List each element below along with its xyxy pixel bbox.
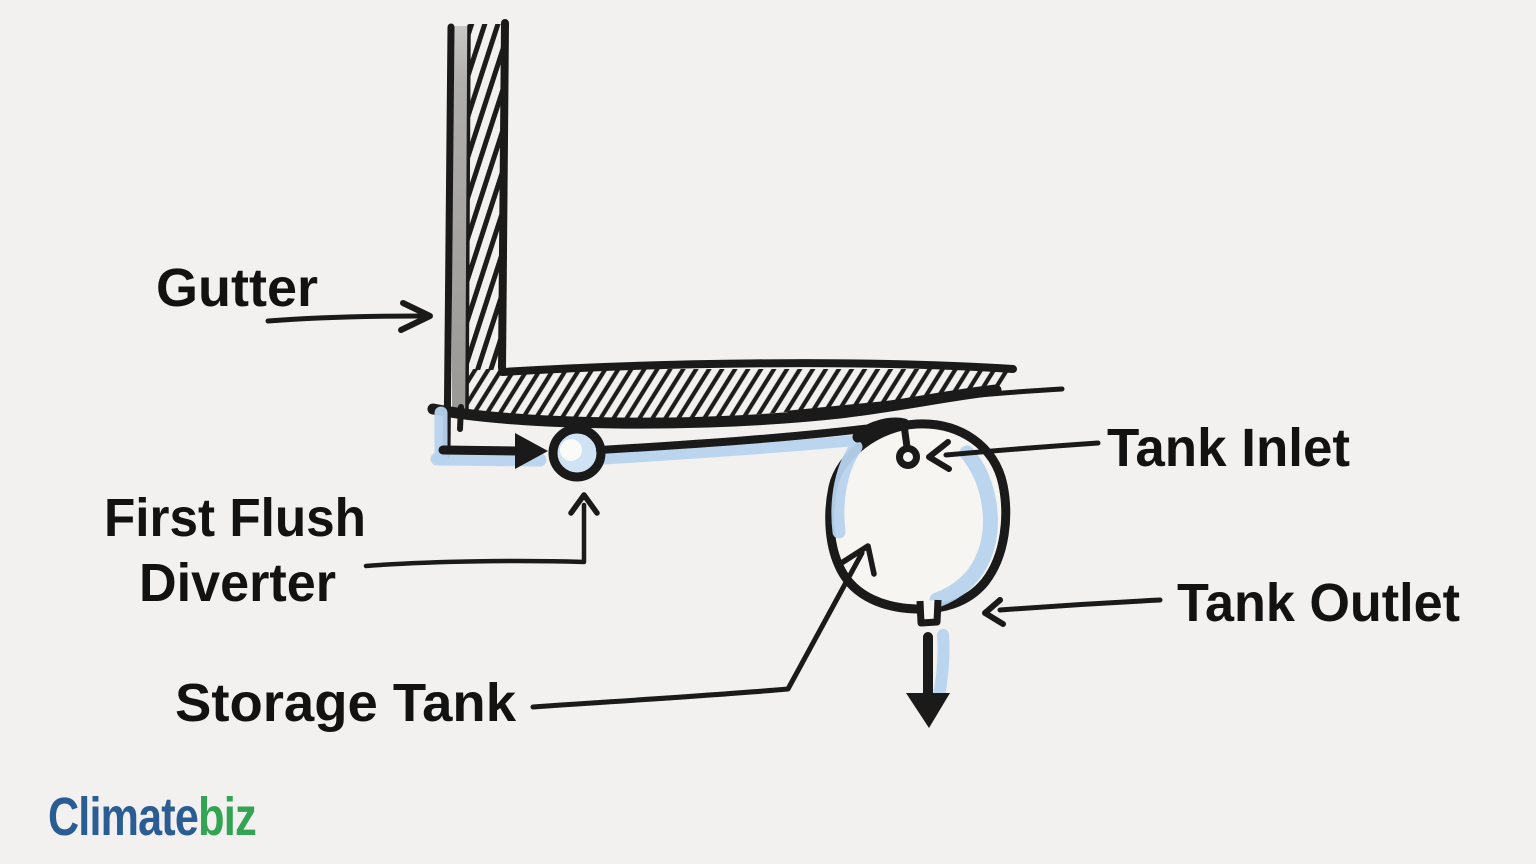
water-pipe-to-tank (597, 434, 864, 465)
storage-tank-leader-arrow (530, 543, 877, 710)
tank-water-sheen-left (831, 440, 863, 539)
tank-outlet-leader-line (997, 597, 1163, 613)
tank-inlet-leader-line (943, 440, 1101, 458)
logo-part-biz: biz (198, 787, 256, 847)
flow-down-arrow (906, 629, 950, 728)
first-flush-diverter (548, 424, 606, 482)
flow-right-arrow (438, 433, 548, 469)
gutter-downspout (443, 19, 509, 457)
tank-inlet-ring (896, 445, 920, 469)
leader-arrows (265, 300, 1163, 710)
tank-outlet-leader-head (982, 597, 1006, 627)
flow-down-arrow-head (906, 693, 950, 728)
tank-inlet-leader-arrow (926, 439, 1101, 472)
labels: Gutter First Flush Diverter Storage Tank… (104, 258, 1460, 733)
tank-outlet-leader-arrow (982, 597, 1163, 627)
collection-pipe (596, 423, 884, 454)
gutter-leader-arrow (265, 300, 433, 333)
first-flush-leader-line (363, 502, 587, 569)
first-flush-leader-arrow (363, 492, 600, 569)
downspout-left-edge (443, 23, 455, 457)
label-storage-tank: Storage Tank (175, 673, 517, 733)
gutter-leader-head (398, 300, 433, 333)
downspout-gray-channel (452, 26, 468, 410)
gutter-leader-line (265, 313, 424, 324)
first-flush-leader-head (568, 492, 600, 516)
downspout-hatch-fill (468, 24, 504, 370)
tank-outlet-spout (916, 599, 942, 627)
tank-inlet-stem (900, 421, 911, 451)
downspout-inner-edge (465, 24, 471, 411)
roof-eave-gutter-run (427, 359, 1065, 429)
label-tank-inlet: Tank Inlet (1107, 418, 1350, 478)
label-gutter: Gutter (156, 258, 318, 318)
flow-right-arrow-shaft (438, 445, 523, 456)
label-first-flush-line2: Diverter (139, 553, 336, 613)
downspout-right-edge (498, 19, 509, 372)
climatebiz-logo: Climatebiz (48, 787, 256, 847)
pipe-tank-junction (852, 417, 910, 443)
flow-right-arrow-head (515, 433, 548, 469)
storage-tank-leader-head (840, 543, 877, 577)
tank-inlet-leader-head (926, 439, 952, 472)
eave-top-edge (498, 359, 1017, 376)
drop-outlet-right (457, 404, 464, 432)
label-first-flush-line1: First Flush (104, 488, 366, 548)
eave-hatch-fill (468, 369, 1014, 425)
storage-tank-leader-line (530, 550, 865, 710)
gutter-lip-line (787, 386, 1065, 416)
diverter-highlight (560, 439, 582, 461)
water-outlet (932, 629, 950, 707)
logo-part-climate: Climate (48, 787, 198, 847)
label-tank-outlet: Tank Outlet (1177, 573, 1460, 633)
tank-water-sheen-right (929, 445, 998, 608)
